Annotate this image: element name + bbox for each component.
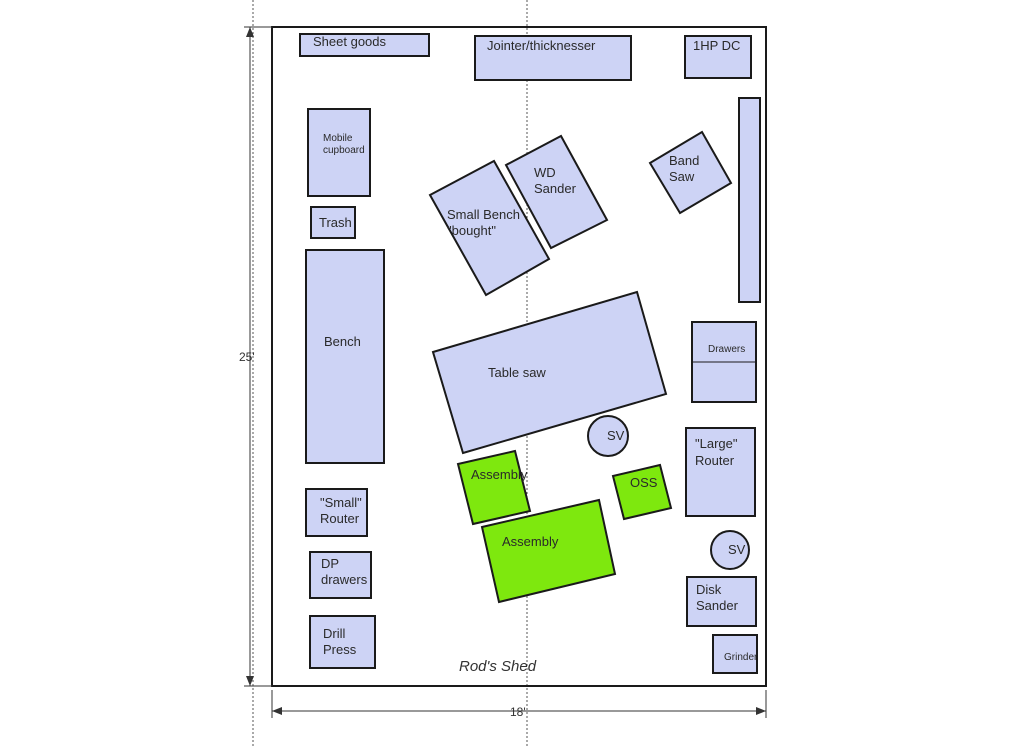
drawers: Drawers: [691, 321, 757, 403]
svg-text:OSS: OSS: [630, 475, 658, 490]
assembly-area-small: Assembly: [456, 449, 532, 526]
svg-text:Sheet goods: Sheet goods: [313, 34, 387, 49]
disk-sander: Disk Sander: [686, 576, 757, 627]
wd-sander: WD Sander: [504, 134, 609, 250]
svg-text:Jointer/thicknesser: Jointer/thicknesser: [487, 38, 596, 53]
shop-vac-lower: SV: [710, 530, 750, 570]
svg-text:1HP DC: 1HP DC: [693, 38, 740, 53]
svg-text:Band: Band: [669, 153, 699, 168]
depth-label: 25': [239, 350, 255, 364]
svg-text:"Small": "Small": [320, 495, 362, 510]
small-router: "Small" Router: [305, 488, 368, 537]
drill-press: Drill Press: [309, 615, 376, 669]
svg-text:Small Bench: Small Bench: [447, 207, 520, 222]
shop-vac-upper: SV: [587, 415, 629, 457]
depth-dimension: 25': [239, 26, 272, 687]
svg-text:Assembly: Assembly: [502, 534, 559, 549]
trash: Trash: [310, 206, 356, 239]
svg-text:Sander: Sander: [534, 181, 577, 196]
svg-text:"Large": "Large": [695, 436, 738, 451]
bench: Bench: [305, 249, 385, 464]
wall-rack: [738, 97, 761, 303]
svg-text:cupboard: cupboard: [323, 145, 365, 156]
oss-sander: OSS: [611, 463, 673, 521]
band-saw: Band Saw: [648, 130, 733, 215]
svg-text:Assembly: Assembly: [471, 467, 528, 482]
svg-text:WD: WD: [534, 165, 556, 180]
svg-text:Trash: Trash: [319, 215, 352, 230]
svg-text:Sander: Sander: [696, 598, 739, 613]
dp-drawers: DP drawers: [309, 551, 372, 599]
mobile-cupboard: Mobile cupboard: [307, 108, 371, 197]
assembly-area-large: Assembly: [480, 498, 617, 604]
svg-text:Router: Router: [695, 453, 735, 468]
svg-text:"bought": "bought": [447, 223, 496, 238]
svg-text:SV: SV: [728, 542, 746, 557]
svg-text:drawers: drawers: [321, 572, 368, 587]
width-label: 18': [510, 705, 526, 719]
svg-text:Grinder: Grinder: [724, 652, 758, 663]
svg-text:DP: DP: [321, 556, 339, 571]
svg-text:Bench: Bench: [324, 334, 361, 349]
svg-text:Mobile: Mobile: [323, 133, 353, 144]
jointer-thicknesser: Jointer/thicknesser: [474, 35, 632, 81]
grinder: Grinder: [712, 634, 758, 674]
svg-text:Saw: Saw: [669, 169, 695, 184]
svg-text:Drawers: Drawers: [708, 344, 745, 355]
large-router: "Large" Router: [685, 427, 756, 517]
small-bench: Small Bench "bought": [428, 159, 551, 297]
shed-outline: [271, 26, 767, 687]
plan-title: Rod's Shed: [459, 658, 537, 675]
svg-text:Disk: Disk: [696, 582, 722, 597]
width-dimension: 18': [271, 690, 767, 719]
svg-text:Router: Router: [320, 511, 360, 526]
svg-text:Drill: Drill: [323, 626, 345, 641]
sheet-goods: Sheet goods: [299, 33, 430, 57]
svg-text:Table saw: Table saw: [488, 365, 546, 380]
dust-collector: 1HP DC: [684, 35, 752, 79]
table-saw: Table saw: [431, 290, 668, 455]
svg-text:Press: Press: [323, 642, 357, 657]
svg-text:SV: SV: [607, 428, 625, 443]
